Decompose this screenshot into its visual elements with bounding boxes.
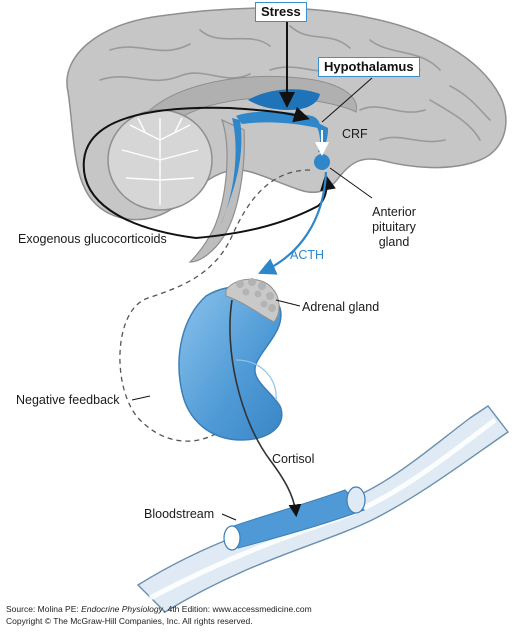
bloodstream-label: Bloodstream [144,507,215,521]
pituitary-line: pituitary [372,220,416,234]
adrenal-gland-illustration [178,278,283,441]
exogenous-feedback-arrow [82,106,310,239]
copyright-line: Copyright © The McGraw-Hill Companies, I… [6,616,253,626]
brainstem [188,118,245,263]
negative-feedback-label: Negative feedback [16,393,120,407]
adrenal-leader [275,299,301,307]
bloodstream-vessel [136,405,510,613]
source-citation: Source: Molina PE: Endocrine Physiology,… [6,604,312,614]
source-book: Endocrine Physiology [81,604,163,614]
brainstem-blue-highlight [220,118,242,226]
corpus-callosum [149,75,357,125]
cerebellum [107,109,213,211]
hypothalamus-label: Hypothalamus [318,57,420,77]
acth-arrow [257,171,328,275]
acth-label: ACTH [290,248,325,262]
stress-label: Stress [255,2,307,22]
source-suffix: , 4th Edition: www.accessmedicine.com [162,604,312,614]
bloodstream-leader [221,513,237,521]
source-prefix: Source: Molina PE: [6,604,82,614]
pituitary-leader [329,167,373,199]
crf-label: CRF [342,127,368,141]
cortisol-arrow [229,299,302,518]
adrenal-body [178,285,283,441]
cortisol-label: Cortisol [272,452,315,466]
negative-feedback-path [119,169,311,442]
pituitary-gland [314,154,330,170]
hypothalamus-leader [321,77,373,123]
exogenous-glucocorticoids-label: Exogenous glucocorticoids [18,232,167,246]
adrenal-gland-label: Adrenal gland [302,300,380,314]
anterior-line: Anterior [372,205,416,219]
anterior-pituitary-label: Anterior pituitary gland [364,205,424,250]
gland-line: gland [378,235,410,249]
feedback-leader [131,395,151,401]
